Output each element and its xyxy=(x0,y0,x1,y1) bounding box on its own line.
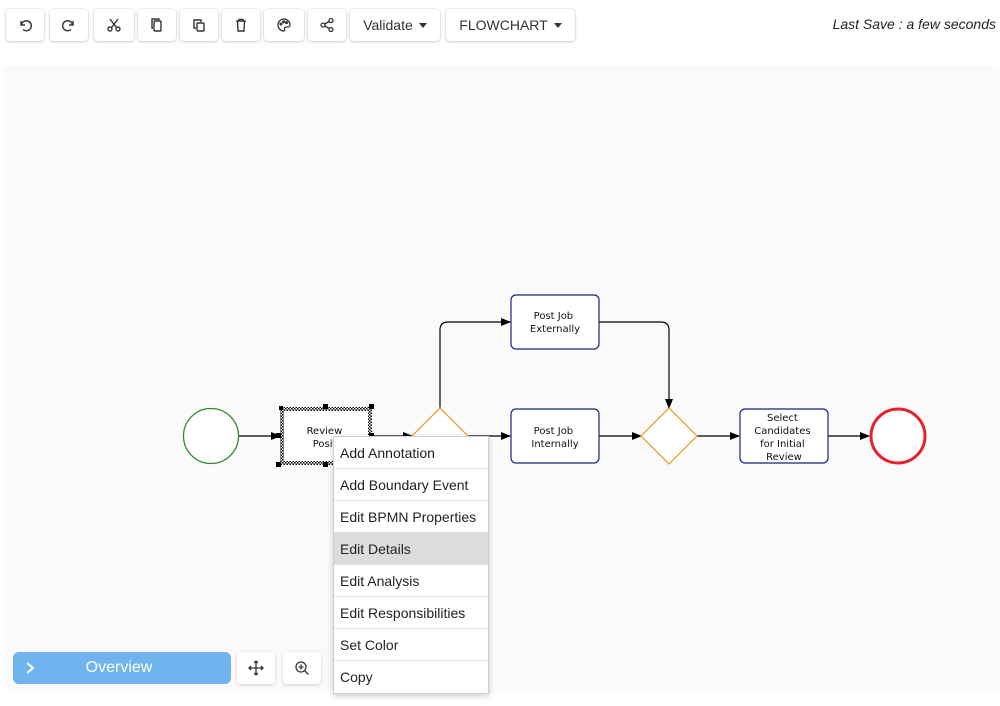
caret-down-icon xyxy=(418,22,427,28)
zoom-in-icon xyxy=(295,661,309,675)
flow-external-gateway2 xyxy=(599,321,673,409)
undo-button[interactable] xyxy=(6,9,44,41)
task-post-internally-label: Post Job Internally xyxy=(531,426,578,450)
task-review-label: Review Positi xyxy=(307,426,346,450)
move-icon xyxy=(248,660,264,676)
flow-gateway1-external xyxy=(439,318,511,408)
menu-item-copy[interactable]: Copy xyxy=(340,669,373,685)
task-select-candidates[interactable]: Select Candidates for Initial Review xyxy=(739,408,829,464)
diagram-canvas[interactable] xyxy=(4,66,1000,692)
pan-button[interactable] xyxy=(237,652,275,684)
menu-item-add-boundary-event[interactable]: Add Boundary Event xyxy=(334,469,488,501)
undo-icon xyxy=(20,20,33,32)
palette-icon xyxy=(277,18,291,32)
overview-toggle[interactable]: Overview xyxy=(13,652,231,684)
start-event[interactable] xyxy=(182,407,240,465)
task-post-externally-label: Post Job Externally xyxy=(530,311,580,335)
context-menu: Add Annotation Add Boundary Event Edit B… xyxy=(333,436,489,694)
task-select-candidates-label: Select Candidates for Initial Review xyxy=(754,413,814,463)
menu-item-set-color[interactable]: Set Color xyxy=(334,629,488,661)
color-palette-button[interactable] xyxy=(264,9,304,41)
trash-icon xyxy=(236,18,246,32)
task-post-job-internally[interactable]: Post Job Internally xyxy=(510,408,600,464)
redo-icon xyxy=(61,20,74,32)
paste-button[interactable] xyxy=(180,9,218,41)
toolbar: Validate FLOWCHART Last Save : a few sec… xyxy=(0,0,1000,52)
menu-item-edit-analysis[interactable]: Edit Analysis xyxy=(334,565,488,597)
menu-item-add-annotation[interactable]: Add Annotation xyxy=(334,437,488,469)
validate-dropdown[interactable]: Validate xyxy=(350,9,440,41)
end-event[interactable] xyxy=(869,407,927,465)
paste-icon xyxy=(193,19,205,32)
zoom-in-button[interactable] xyxy=(283,652,321,684)
validate-label: Validate xyxy=(363,17,413,33)
menu-item-edit-responsibilities[interactable]: Edit Responsibilities xyxy=(334,597,488,629)
share-button[interactable] xyxy=(308,9,346,41)
gateway-join[interactable] xyxy=(640,407,698,465)
cut-button[interactable] xyxy=(94,9,134,41)
chevron-right-icon xyxy=(13,661,47,675)
menu-item-edit-details[interactable]: Edit Details xyxy=(334,533,488,565)
caret-down-icon xyxy=(553,22,562,28)
mode-dropdown[interactable]: FLOWCHART xyxy=(446,9,575,41)
mode-label: FLOWCHART xyxy=(459,17,548,33)
menu-item-edit-bpmn-properties[interactable]: Edit BPMN Properties xyxy=(334,501,488,533)
scissors-icon xyxy=(107,18,121,32)
last-save-status: Last Save : a few seconds xyxy=(832,16,996,32)
copy-icon xyxy=(151,18,162,32)
redo-button[interactable] xyxy=(50,9,88,41)
overview-label: Overview xyxy=(85,659,153,676)
share-icon xyxy=(320,17,334,33)
sequence-flows xyxy=(239,318,870,440)
task-post-job-externally[interactable]: Post Job Externally xyxy=(510,294,600,350)
copy-button[interactable] xyxy=(138,9,176,41)
delete-button[interactable] xyxy=(222,9,260,41)
